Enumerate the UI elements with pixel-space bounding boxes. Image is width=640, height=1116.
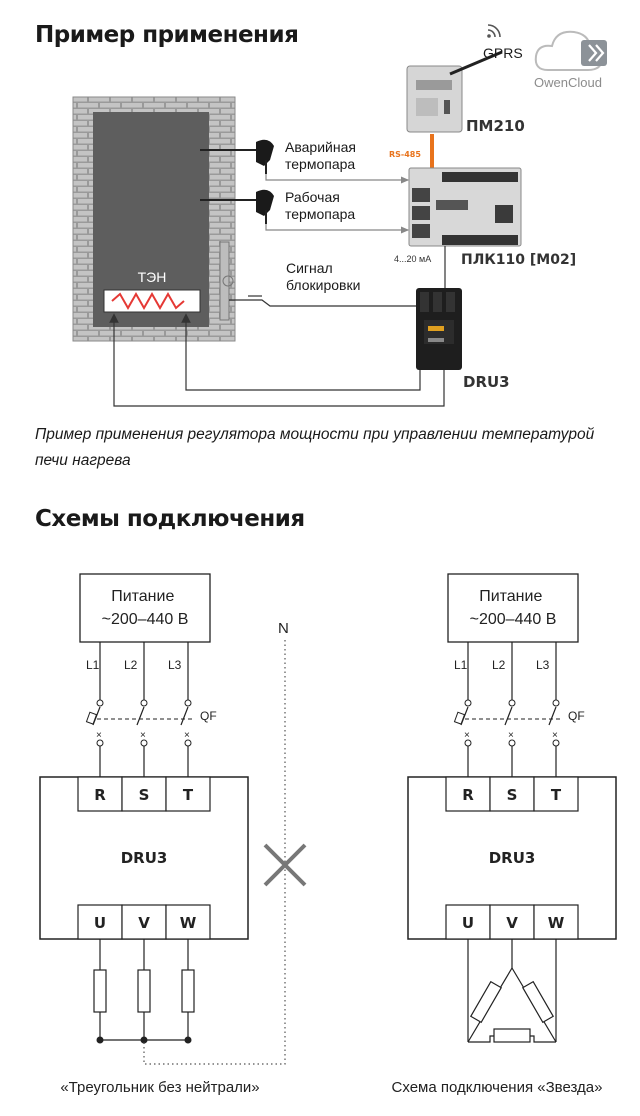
svg-text:Сигнал блокировки: Сигнал блокировки bbox=[286, 260, 360, 293]
figure-caption: Пример применения регулятора мощности пр… bbox=[35, 426, 595, 469]
pm210-label: ПМ210 bbox=[466, 117, 525, 135]
svg-text:Питание ~200–440 В: Питание ~200–440 В bbox=[102, 588, 189, 628]
neutral-label: N bbox=[278, 620, 289, 637]
svg-text:Рабочая термопара: Рабочая термопара bbox=[285, 189, 355, 222]
left-output-w: W bbox=[180, 914, 197, 932]
scheme-right: × × × bbox=[407, 573, 617, 1043]
section-title-connection: Схемы подключения bbox=[35, 506, 305, 532]
left-input-t: T bbox=[183, 786, 194, 804]
gprs-signal-icon bbox=[487, 24, 501, 38]
scheme-left: × × × bbox=[39, 573, 249, 1044]
right-scheme-caption: Схема подключения «Звезда» bbox=[392, 1079, 603, 1096]
right-phase-l1: L1 bbox=[454, 658, 468, 672]
working-thermocouple-icon bbox=[200, 189, 274, 224]
left-phase-l2: L2 bbox=[124, 658, 138, 672]
svg-text:Аварийная термопара: Аварийная термопара bbox=[285, 139, 360, 172]
left-input-s: S bbox=[139, 786, 150, 804]
emergency-thermocouple-icon bbox=[200, 139, 274, 174]
left-output-v: V bbox=[138, 914, 150, 932]
left-qf-label: QF bbox=[200, 709, 217, 723]
emergency-tc-label-1: Аварийная bbox=[285, 139, 356, 155]
right-input-s: S bbox=[507, 786, 518, 804]
neutral-line bbox=[143, 640, 286, 1065]
left-power-label-1: Питание bbox=[111, 588, 174, 605]
gprs-label: GPRS bbox=[483, 45, 523, 61]
left-power-label-2: ~200–440 В bbox=[102, 611, 189, 628]
owencloud-label: OwenCloud bbox=[534, 75, 602, 90]
section-title-application: Пример применения bbox=[35, 22, 299, 48]
left-phase-l1: L1 bbox=[86, 658, 100, 672]
right-qf-label: QF bbox=[568, 709, 585, 723]
left-input-r: R bbox=[94, 786, 106, 804]
right-power-label-2: ~200–440 В bbox=[470, 611, 557, 628]
right-phase-l3: L3 bbox=[536, 658, 550, 672]
left-phase-l3: L3 bbox=[168, 658, 182, 672]
right-output-w: W bbox=[548, 914, 565, 932]
block-signal-label-2: блокировки bbox=[286, 277, 360, 293]
plc110-label: ПЛК110 [М02] bbox=[461, 252, 576, 268]
not-allowed-cross-icon bbox=[263, 843, 307, 887]
right-power-label-1: Питание bbox=[479, 588, 542, 605]
svg-text:×: × bbox=[140, 730, 146, 741]
emergency-tc-label-2: термопара bbox=[285, 156, 355, 172]
right-output-v: V bbox=[506, 914, 518, 932]
rs485-label: RS-485 bbox=[389, 150, 421, 159]
owencloud-logo-icon bbox=[534, 30, 607, 71]
dru3-top-label: DRU3 bbox=[463, 373, 510, 391]
right-input-t: T bbox=[551, 786, 562, 804]
left-output-u: U bbox=[94, 914, 106, 932]
pm210-device bbox=[406, 50, 503, 133]
right-output-u: U bbox=[462, 914, 474, 932]
left-device-label: DRU3 bbox=[121, 849, 168, 867]
svg-text:×: × bbox=[96, 730, 102, 741]
svg-text:×: × bbox=[508, 730, 514, 741]
svg-text:Питание ~200–440 В: Питание ~200–440 В bbox=[470, 588, 557, 628]
right-device-label: DRU3 bbox=[489, 849, 536, 867]
heater bbox=[103, 289, 201, 313]
heater-label: ТЭН bbox=[138, 269, 167, 285]
right-input-r: R bbox=[462, 786, 474, 804]
svg-text:×: × bbox=[552, 730, 558, 741]
svg-text:×: × bbox=[464, 730, 470, 741]
current-signal-label: 4...20 мА bbox=[394, 254, 431, 264]
working-tc-label-2: термопара bbox=[285, 206, 355, 222]
plc110-device bbox=[408, 167, 522, 247]
right-phase-l2: L2 bbox=[492, 658, 506, 672]
dru3-device bbox=[416, 288, 462, 370]
left-scheme-caption: «Треугольник без нейтрали» bbox=[60, 1079, 259, 1096]
block-signal-label-1: Сигнал bbox=[286, 260, 333, 276]
working-tc-label-1: Рабочая bbox=[285, 189, 340, 205]
svg-text:×: × bbox=[184, 730, 190, 741]
